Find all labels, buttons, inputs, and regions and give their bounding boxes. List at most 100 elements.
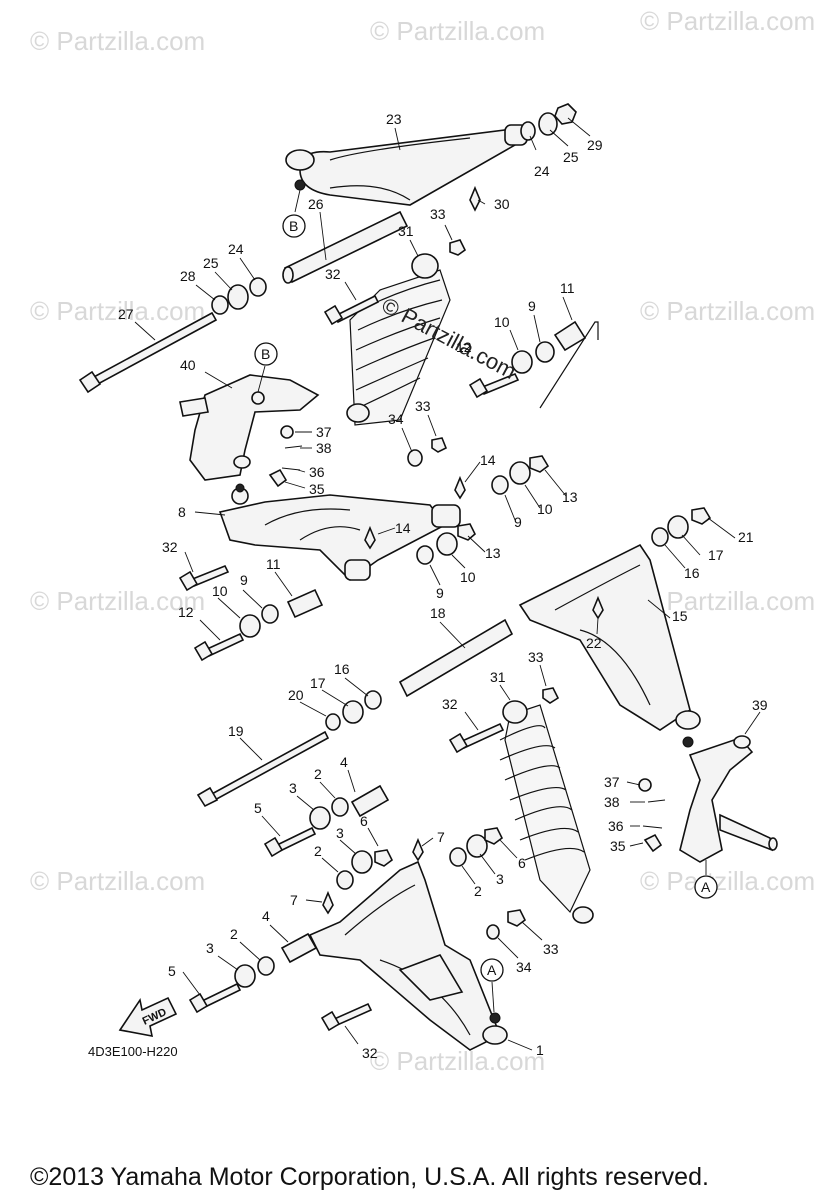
bushing-16a <box>651 527 669 547</box>
nut-35b <box>643 833 663 853</box>
label-3d: 3 <box>206 940 214 956</box>
knuckle-39 <box>679 735 778 863</box>
svg-text:B: B <box>261 346 270 362</box>
bolt-32-lower-head <box>448 732 469 754</box>
label-37a: 37 <box>316 424 332 440</box>
label-3a: 3 <box>289 780 297 796</box>
watermark-9: © Partzilla.com <box>640 866 815 896</box>
label-18: 18 <box>430 605 446 621</box>
label-32b: 32 <box>162 539 178 555</box>
label-17b: 17 <box>310 675 326 691</box>
bolt-27 <box>78 311 218 394</box>
label-38b: 38 <box>604 794 620 810</box>
label-33a: 33 <box>430 206 446 222</box>
bolt-5b-head <box>188 992 209 1014</box>
bolt-32-head <box>323 304 344 326</box>
nut-13b <box>457 523 476 541</box>
label-8: 8 <box>178 504 186 520</box>
collar-11 <box>553 320 587 352</box>
bushing-16b <box>364 690 382 710</box>
washer-3b <box>351 850 373 874</box>
label-23: 23 <box>386 111 402 127</box>
bolt-19-head <box>196 786 219 808</box>
washer-3a <box>309 806 331 830</box>
label-36b: 36 <box>608 818 624 834</box>
washer-25 <box>538 112 558 136</box>
label-19: 19 <box>228 723 244 739</box>
label-10c: 10 <box>460 569 476 585</box>
label-10a: 10 <box>494 314 510 330</box>
collar-26 <box>282 210 409 284</box>
label-40: 40 <box>180 357 196 373</box>
label-39: 39 <box>752 697 768 713</box>
nut-33-bottom <box>507 909 527 927</box>
bolt-12b-head <box>193 640 214 662</box>
label-11b: 11 <box>266 556 281 572</box>
watermark-4: © Partzilla.com <box>30 296 205 326</box>
bushing-24b <box>249 277 267 297</box>
nut-33-upper <box>449 239 467 256</box>
part-labels: 23 24 25 29 30 26 33 31 32 24 25 28 27 1… <box>118 111 768 1061</box>
label-9d: 9 <box>240 572 248 588</box>
watermark-7: © Partzilla.com <box>640 586 815 616</box>
label-12b: 12 <box>178 604 194 620</box>
svg-text:B: B <box>289 218 298 234</box>
pin-36b <box>642 825 663 829</box>
label-6a: 6 <box>360 813 368 829</box>
label-17a: 17 <box>708 547 724 563</box>
label-32c: 32 <box>442 696 458 712</box>
dashed-bracket-upper <box>539 321 599 409</box>
label-32d: 32 <box>362 1045 378 1061</box>
label-4a: 4 <box>340 754 348 770</box>
nut-29 <box>554 103 577 125</box>
upper-rear-arm <box>285 124 528 206</box>
callout-b-top: B <box>282 189 306 238</box>
label-14a: 14 <box>480 452 496 468</box>
label-27: 27 <box>118 306 134 322</box>
washer-10c <box>436 532 458 556</box>
watermark-3: © Partzilla.com <box>640 6 815 36</box>
diagram-code: 4D3E100-H220 <box>88 1044 178 1059</box>
label-24b: 24 <box>228 241 244 257</box>
bolt-12-head <box>468 377 489 399</box>
callout-a-knuckle: A <box>694 860 718 899</box>
lower-arm-1 <box>308 860 508 1051</box>
label-32a: 32 <box>325 266 341 282</box>
label-28: 28 <box>180 268 196 284</box>
pin-38b <box>647 799 666 803</box>
collar-4b <box>280 932 318 964</box>
label-34a: 34 <box>388 411 404 427</box>
label-25: 25 <box>563 149 579 165</box>
nut-6a <box>374 849 394 867</box>
washer-17a <box>667 515 689 539</box>
nut-33-mid <box>431 437 448 453</box>
bushing-24 <box>520 121 536 141</box>
bushing-9c <box>416 545 434 565</box>
washer-20 <box>325 713 341 731</box>
watermark-1: © Partzilla.com <box>30 26 205 56</box>
label-34b: 34 <box>516 959 532 975</box>
nut-37 <box>280 425 294 439</box>
rear-shock-upper <box>346 253 451 426</box>
label-4b: 4 <box>262 908 270 924</box>
label-10b: 10 <box>537 501 553 517</box>
label-24: 24 <box>534 163 550 179</box>
washer-28 <box>211 295 229 315</box>
collar-4a <box>350 784 390 818</box>
grease-nipple-14b <box>364 525 376 550</box>
label-29: 29 <box>587 137 603 153</box>
label-38a: 38 <box>316 440 332 456</box>
label-3c: 3 <box>496 871 504 887</box>
collar-34b <box>486 924 500 940</box>
label-25b: 25 <box>203 255 219 271</box>
label-31a: 31 <box>398 223 414 239</box>
washer-3c <box>466 834 488 858</box>
copyright-notice: ©2013 Yamaha Motor Corporation, U.S.A. A… <box>30 1163 709 1191</box>
label-15: 15 <box>672 608 688 624</box>
bushing-9b <box>491 475 509 495</box>
callout-a-lower: A <box>480 958 504 1013</box>
label-7a: 7 <box>437 829 445 845</box>
label-31b: 31 <box>490 669 506 685</box>
label-11a: 11 <box>560 280 575 296</box>
